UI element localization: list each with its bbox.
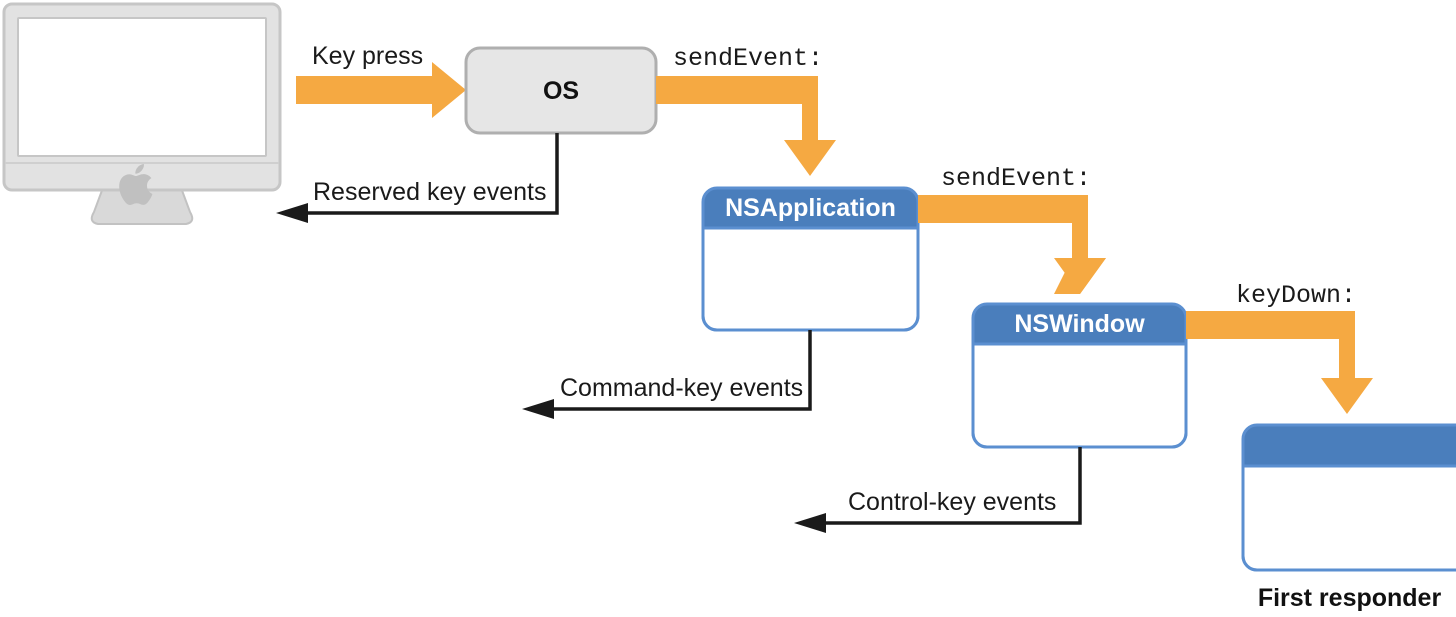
orange-arrow-win-keydown xyxy=(1186,311,1373,414)
nsapplication-body xyxy=(701,226,920,332)
orange-arrow-os-sendevent xyxy=(656,76,836,176)
nswindow-body xyxy=(971,342,1188,449)
edge-label-reserved-key-events: Reserved key events xyxy=(313,178,547,206)
edge-label-key-press: Key press xyxy=(312,42,424,70)
edge-label-os-sendevent: sendEvent: xyxy=(673,44,824,73)
nswindow-box xyxy=(971,302,1188,449)
nsapplication-box-title: NSApplication xyxy=(725,194,896,222)
monitor-screen xyxy=(17,17,267,157)
nsapplication-header xyxy=(703,188,918,228)
black-arrow-control-key-events xyxy=(794,447,1082,533)
edge-label-control-key-events: Control-key events xyxy=(848,488,1057,516)
os-box-title: OS xyxy=(542,77,580,105)
black-arrow-command-key-events xyxy=(522,330,812,419)
firstresponder-body xyxy=(1241,464,1456,572)
orange-arrow-app-sendevent xyxy=(918,195,1106,294)
edge-label-win-keydown: keyDown: xyxy=(1236,281,1357,310)
firstresponder-caption: First responder xyxy=(1257,584,1442,612)
edge-label-app-sendevent: sendEvent: xyxy=(941,164,1092,193)
firstresponder-header xyxy=(1243,425,1456,466)
black-arrow-reserved-key-events xyxy=(276,133,559,223)
nswindow-header xyxy=(973,304,1186,344)
imac-monitor xyxy=(2,2,282,225)
nswindow-box-title: NSWindow xyxy=(1014,310,1145,338)
apple-logo-icon xyxy=(119,164,153,206)
edge-label-command-key-events: Command-key events xyxy=(560,374,804,402)
nsapplication-box xyxy=(701,186,920,332)
orange-arrow-key-press xyxy=(296,62,466,118)
firstresponder-box xyxy=(1241,423,1456,572)
